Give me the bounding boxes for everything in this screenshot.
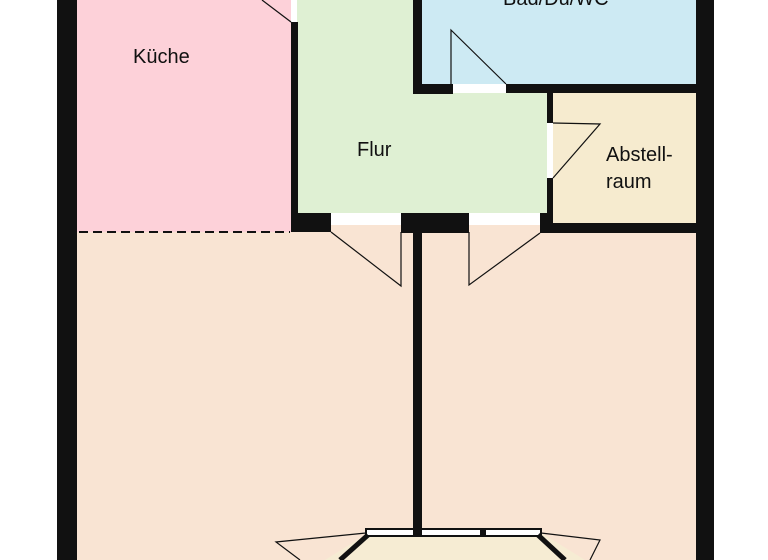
door-swing-living-right [468,232,541,287]
bathroom-area [422,0,696,84]
window-swing-right [540,532,601,560]
door-swing-storage [552,122,602,179]
wall-storage-left-a [547,93,553,123]
wall-kitchen-hall [291,22,298,232]
bay-window-area [325,532,585,560]
living-room-area [77,225,696,560]
wall-hall-bottom-c [540,213,550,233]
door-swing-living-left [330,231,402,288]
hallway-area [297,0,547,213]
wall-hall-bottom-a [291,213,331,232]
window-side-left [338,533,370,560]
room-label-kitchen: Küche [133,46,190,68]
window-swing-left [274,532,367,560]
window-mullion-b [480,529,486,536]
room-label-hallway: Flur [357,139,392,161]
wall-storage-left-b [547,178,553,233]
kitchen-area [77,0,291,232]
partition-wall-living [413,232,422,532]
wall-hall-bottom-b [401,213,469,233]
door-swings [79,0,602,288]
outer-wall-right [696,0,714,560]
wall-storage-bottom [540,223,696,233]
storage-area [553,93,696,224]
wall-bath-bottom-a [413,84,453,94]
room-label-bathroom: Bad/Du/WC [503,0,609,12]
walls [57,0,714,560]
outer-wall-left [57,0,77,560]
door-swing-bath [450,28,507,85]
wall-bath-left [413,0,422,93]
bay-window [274,528,601,560]
window-frame [365,528,542,537]
wall-bath-bottom-b [506,84,696,93]
door-swing-kitchen [261,0,292,23]
room-label-storage-line1: Abstell- [606,144,673,166]
room-label-storage-line2: raum [606,171,652,193]
window-side-right [536,533,567,560]
window-mullion-a [413,528,422,537]
